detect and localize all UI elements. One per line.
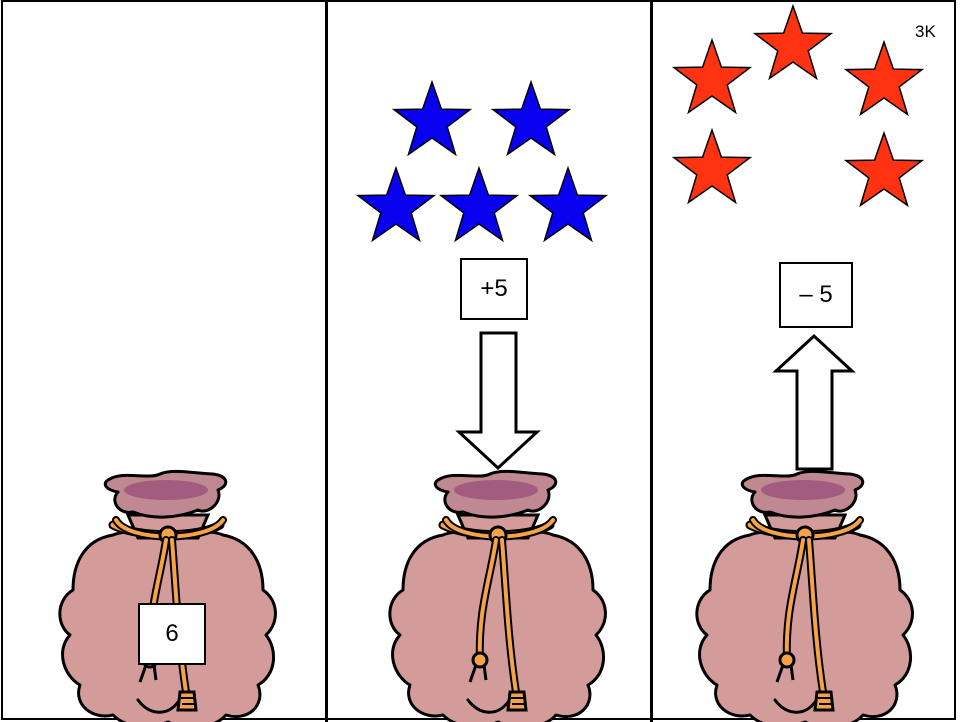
star-icon: [673, 39, 751, 114]
money-bag-middle: [390, 471, 606, 722]
arrow-down-icon: [455, 331, 541, 471]
star-icon: [357, 167, 435, 242]
money-bag-right: [697, 471, 913, 722]
star-icon: [845, 132, 923, 207]
star-icon: [673, 129, 751, 204]
star-icon: [845, 41, 923, 116]
panel-divider-1: [325, 0, 328, 722]
red-stars: [673, 5, 923, 207]
panel-divider-2: [650, 0, 653, 722]
money-bag-left: [60, 471, 276, 722]
bag-count-label: 6: [138, 603, 206, 665]
star-icon: [393, 81, 471, 156]
star-icon: [529, 167, 607, 242]
add-operation-label: +5: [460, 258, 528, 320]
blue-stars: [357, 81, 607, 242]
arrow-up-icon: [772, 333, 856, 471]
star-icon: [492, 81, 570, 156]
subtract-operation-label: – 5: [779, 262, 853, 328]
star-icon: [754, 5, 832, 80]
corner-code: 3K: [915, 22, 936, 41]
star-icon: [440, 167, 518, 242]
